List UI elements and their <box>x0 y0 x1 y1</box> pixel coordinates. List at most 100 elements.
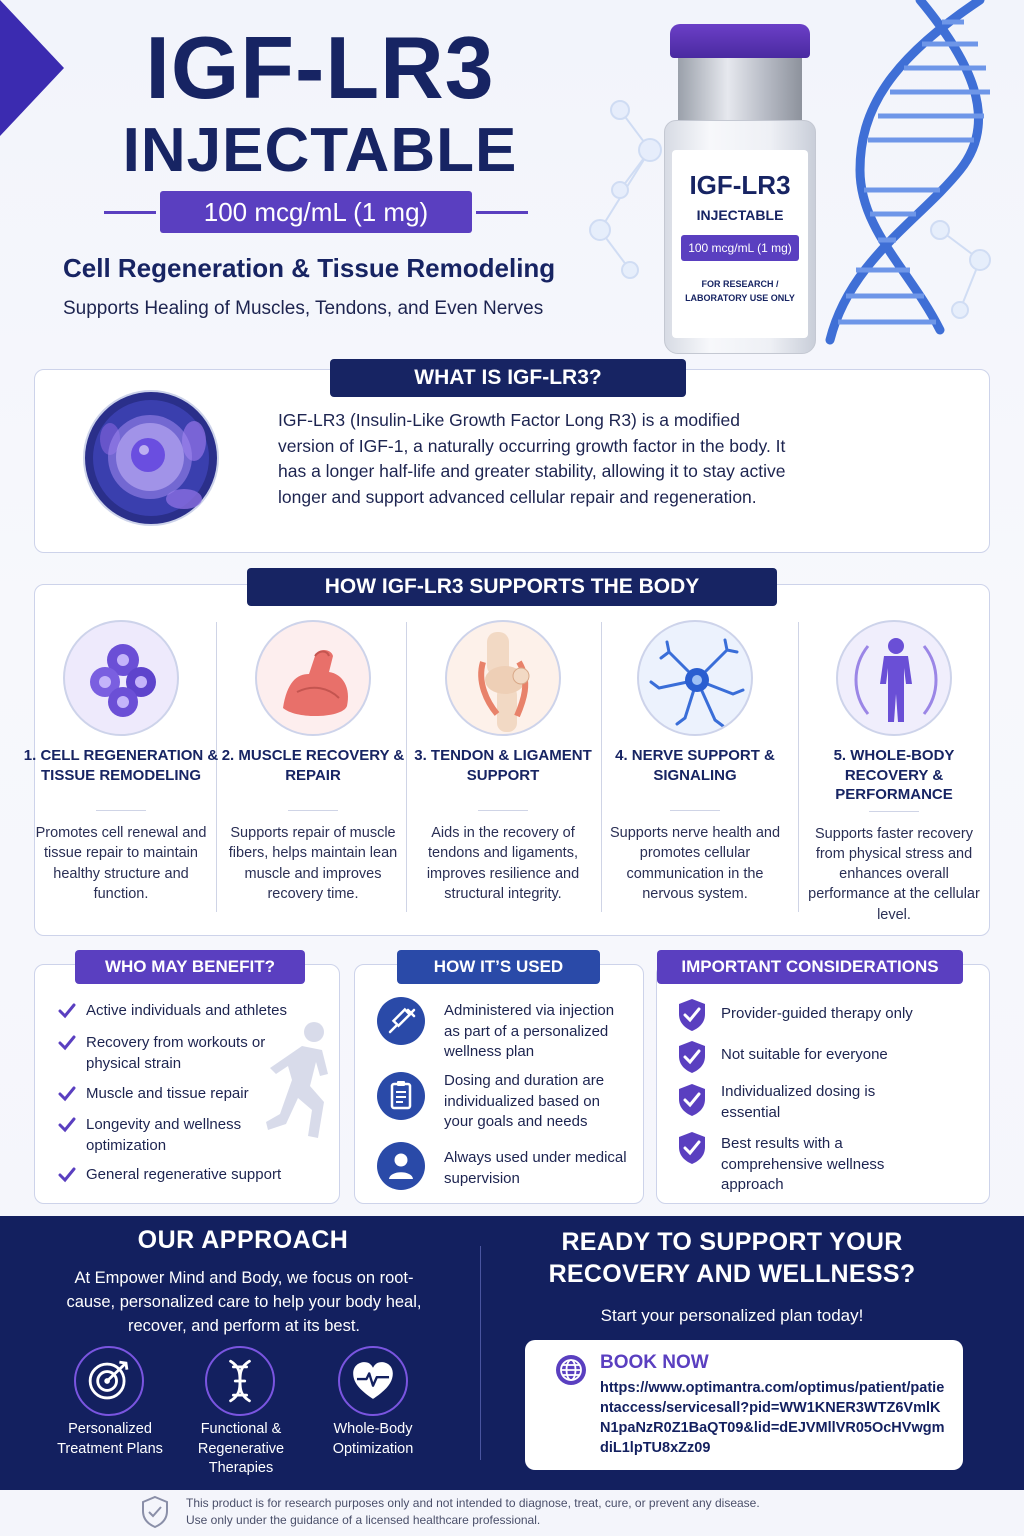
vial-label-dose: 100 mcg/mL (1 mg) <box>681 235 799 261</box>
vial-neck <box>678 58 802 124</box>
approach-feature-label: Personalized Treatment Plans <box>57 1421 163 1457</box>
support-item-title: 2. MUSCLE RECOVERY & REPAIR <box>221 747 405 784</box>
support-item-title: 4. NERVE SUPPORT & SIGNALING <box>615 747 775 784</box>
shield-check-icon <box>679 999 705 1031</box>
footer-divider <box>480 1246 481 1460</box>
dose-right-rule <box>476 211 528 214</box>
knee-joint-icon <box>445 620 561 736</box>
what-is-title: WHAT IS IGF-LR3? <box>330 359 686 397</box>
vial-cap <box>670 24 810 58</box>
dose-left-rule <box>104 211 156 214</box>
check-icon <box>58 1035 76 1051</box>
benefit-item: Muscle and tissue repair <box>86 1085 249 1102</box>
support-item-text: Supports faster recovery from physical s… <box>808 825 980 923</box>
book-now-label[interactable]: BOOK NOW <box>600 1352 709 1373</box>
neuron-icon <box>637 620 753 736</box>
consideration-item: Provider-guided therapy only <box>721 1005 913 1022</box>
column-divider <box>406 622 407 912</box>
clipboard-icon <box>377 1072 425 1120</box>
vial-note-line1: FOR RESEARCH / <box>701 279 779 289</box>
hero-tagline: Supports Healing of Muscles, Tendons, an… <box>63 298 544 319</box>
vial-illustration: IGF-LR3 INJECTABLE 100 mcg/mL (1 mg) FOR… <box>664 24 816 354</box>
hero-heading: Cell Regeneration & Tissue Remodeling <box>63 253 556 283</box>
benefit-item: Recovery from workouts or physical strai… <box>86 1034 266 1072</box>
cells-icon <box>63 620 179 736</box>
considerations-title: IMPORTANT CONSIDERATIONS <box>657 950 963 984</box>
support-item-whole-body: 5. WHOLE-BODY RECOVERY & PERFORMANCE Sup… <box>796 620 992 923</box>
support-item-muscle-recovery: 2. MUSCLE RECOVERY & REPAIR Supports rep… <box>215 620 411 912</box>
book-now-box[interactable] <box>525 1340 963 1470</box>
vial-label: IGF-LR3 INJECTABLE 100 mcg/mL (1 mg) FOR… <box>672 150 808 338</box>
support-item-cell-regeneration: 1. CELL REGENERATION & TISSUE REMODELING… <box>23 620 219 912</box>
benefit-card <box>34 964 340 1204</box>
cta-subtitle: Start your personalized plan today! <box>600 1306 864 1325</box>
booking-url-link[interactable]: https://www.optimantra.com/optimus/patie… <box>600 1380 945 1456</box>
benefit-item: Active individuals and athletes <box>86 1002 287 1019</box>
usage-item: Administered via injection as part of a … <box>444 1002 615 1060</box>
consideration-item: Best results with a comprehensive wellne… <box>721 1135 885 1193</box>
support-item-text: Promotes cell renewal and tissue repair … <box>35 825 207 902</box>
support-item-title: 5. WHOLE-BODY RECOVERY & PERFORMANCE <box>833 747 955 803</box>
consideration-item: Not suitable for everyone <box>721 1046 888 1063</box>
supports-title: HOW IGF-LR3 SUPPORTS THE BODY <box>247 568 777 606</box>
hero-title: IGF-LR3 <box>145 18 495 117</box>
consideration-item: Individualized dosing is essential <box>721 1083 876 1121</box>
support-item-title: 3. TENDON & LIGAMENT SUPPORT <box>414 747 592 784</box>
approach-title: OUR APPROACH <box>137 1226 349 1254</box>
cta-title: READY TO SUPPORT YOUR RECOVERY AND WELLN… <box>548 1228 916 1288</box>
shield-check-icon <box>142 1495 168 1529</box>
support-item-nerve: 4. NERVE SUPPORT & SIGNALING Supports ne… <box>597 620 793 912</box>
muscle-arm-icon <box>255 620 371 736</box>
dose-badge: 100 mcg/mL (1 mg) <box>160 191 472 233</box>
support-item-separator <box>96 810 146 811</box>
support-item-title: 1. CELL REGENERATION & TISSUE REMODELING <box>23 747 219 784</box>
check-icon <box>58 1003 76 1019</box>
support-item-tendon-ligament: 3. TENDON & LIGAMENT SUPPORT Aids in the… <box>405 620 601 912</box>
vial-note-line2: LABORATORY USE ONLY <box>685 293 795 303</box>
approach-feature-label: Whole-Body Optimization <box>332 1421 414 1457</box>
vial-label-title: IGF-LR3 <box>689 170 791 200</box>
disclaimer-line1: This product is for research purposes on… <box>186 1496 760 1510</box>
check-icon <box>58 1117 76 1133</box>
support-item-separator <box>288 810 338 811</box>
approach-text: At Empower Mind and Body, we focus on ro… <box>66 1269 422 1335</box>
corner-triangle-decoration <box>0 0 64 136</box>
column-divider <box>798 622 799 912</box>
disclaimer-text: This product is for research purposes on… <box>186 1495 886 1529</box>
support-item-text: Aids in the recovery of tendons and liga… <box>426 825 580 902</box>
benefit-item: General regenerative support <box>86 1166 282 1183</box>
disclaimer-line2: Use only under the guidance of a license… <box>186 1513 541 1527</box>
heart-pulse-icon <box>338 1346 408 1416</box>
syringe-icon <box>377 997 425 1045</box>
benefit-item: Longevity and wellness optimization <box>86 1116 242 1154</box>
support-item-separator <box>670 810 720 811</box>
target-icon <box>74 1346 144 1416</box>
hero-section: IGF-LR3 INJECTABLE 100 mcg/mL (1 mg) Cel… <box>0 0 1024 360</box>
check-icon <box>58 1086 76 1102</box>
cell-icon <box>83 390 219 526</box>
support-item-text: Supports repair of muscle fibers, helps … <box>228 825 398 902</box>
runner-silhouette-icon <box>266 1022 328 1138</box>
support-item-separator <box>478 810 528 811</box>
approach-feature-label: Functional & Regenerative Therapies <box>197 1421 285 1476</box>
benefit-title: WHO MAY BENEFIT? <box>75 950 305 984</box>
usage-item: Always used under medical supervision <box>444 1149 627 1187</box>
vial-label-subtitle: INJECTABLE <box>696 207 784 223</box>
usage-item: Dosing and duration are individualized b… <box>444 1072 605 1130</box>
support-item-separator <box>869 810 919 812</box>
vial-label-note: FOR RESEARCH / LABORATORY USE ONLY <box>672 277 808 305</box>
column-divider <box>601 622 602 912</box>
shield-check-icon <box>679 1084 705 1116</box>
globe-icon <box>556 1355 586 1385</box>
shield-check-icon <box>679 1041 705 1073</box>
check-icon <box>58 1167 76 1183</box>
human-body-icon <box>836 620 952 736</box>
what-is-body: IGF-LR3 (Insulin-Like Growth Factor Long… <box>278 410 786 507</box>
dna-icon <box>205 1346 275 1416</box>
usage-title: HOW IT’S USED <box>397 950 600 984</box>
dna-helix-illustration <box>589 0 991 345</box>
column-divider <box>216 622 217 912</box>
doctor-icon <box>377 1142 425 1190</box>
shield-check-icon <box>679 1132 705 1164</box>
hero-subtitle: INJECTABLE <box>122 116 518 185</box>
